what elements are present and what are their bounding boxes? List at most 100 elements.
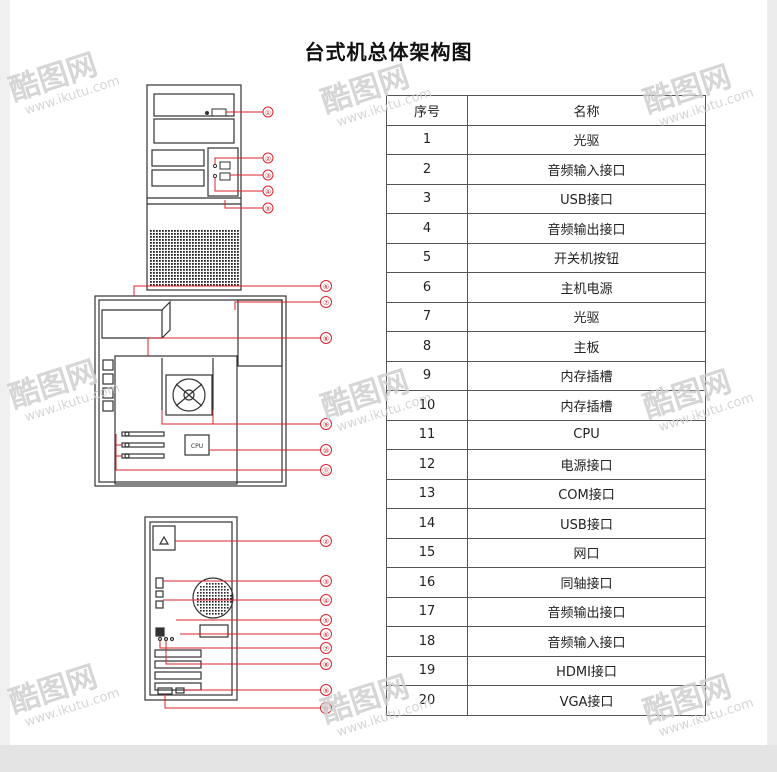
marker-back-8: ⑧ bbox=[323, 661, 329, 669]
vent-hole bbox=[225, 233, 227, 235]
vent-hole bbox=[150, 257, 152, 259]
fan-hole bbox=[197, 592, 199, 594]
vent-hole bbox=[162, 257, 164, 259]
back-fan-grille bbox=[197, 583, 232, 615]
fan-hole bbox=[200, 610, 202, 612]
vent-hole bbox=[192, 272, 194, 274]
fan-hole bbox=[218, 610, 220, 612]
vent-hole bbox=[162, 233, 164, 235]
fan-hole bbox=[212, 583, 214, 585]
fan-hole bbox=[224, 598, 226, 600]
vent-hole bbox=[195, 275, 197, 277]
vent-hole bbox=[168, 233, 170, 235]
vent-hole bbox=[186, 230, 188, 232]
fan-hole bbox=[203, 598, 205, 600]
vent-hole bbox=[180, 263, 182, 265]
vent-hole bbox=[231, 263, 233, 265]
vent-hole bbox=[180, 266, 182, 268]
marker-5: ⑤ bbox=[265, 205, 271, 213]
vent-hole bbox=[204, 242, 206, 244]
vent-hole bbox=[201, 281, 203, 283]
vent-hole bbox=[192, 284, 194, 286]
vent-hole bbox=[231, 245, 233, 247]
fan-hole bbox=[221, 595, 223, 597]
fan-hole bbox=[206, 589, 208, 591]
vent-hole bbox=[180, 260, 182, 262]
vent-hole bbox=[219, 230, 221, 232]
vent-hole bbox=[153, 269, 155, 271]
vent-hole bbox=[150, 272, 152, 274]
vent-hole bbox=[207, 260, 209, 262]
vent-hole bbox=[174, 281, 176, 283]
row-number: 13 bbox=[386, 478, 468, 509]
front-view bbox=[146, 84, 242, 291]
vent-hole bbox=[165, 236, 167, 238]
vent-hole bbox=[234, 230, 236, 232]
back-marker-labels: ② ③ ④ ⑤ ⑥ ⑦ ⑧ ⑨ ⑩ bbox=[323, 538, 329, 713]
fan-hole bbox=[203, 610, 205, 612]
vent-hole bbox=[177, 251, 179, 253]
fan-hole bbox=[212, 595, 214, 597]
vent-hole bbox=[198, 251, 200, 253]
marker-back-7: ⑦ bbox=[323, 645, 329, 653]
vent-hole bbox=[216, 257, 218, 259]
vent-hole bbox=[213, 254, 215, 256]
vent-hole bbox=[192, 257, 194, 259]
vent-hole bbox=[153, 251, 155, 253]
vent-hole bbox=[210, 245, 212, 247]
vent-hole bbox=[162, 281, 164, 283]
vent-hole bbox=[189, 254, 191, 256]
vent-hole bbox=[189, 248, 191, 250]
vent-hole bbox=[192, 263, 194, 265]
vent-hole bbox=[192, 239, 194, 241]
vent-hole bbox=[195, 272, 197, 274]
vent-hole bbox=[150, 230, 152, 232]
vent-hole bbox=[162, 251, 164, 253]
vent-hole bbox=[225, 260, 227, 262]
vent-hole bbox=[210, 236, 212, 238]
vent-hole bbox=[159, 263, 161, 265]
vent-hole bbox=[234, 263, 236, 265]
vent-hole bbox=[156, 272, 158, 274]
vent-hole bbox=[165, 281, 167, 283]
vent-hole bbox=[165, 245, 167, 247]
fan-hole bbox=[212, 604, 214, 606]
vent-hole bbox=[171, 242, 173, 244]
fan-hole bbox=[215, 592, 217, 594]
vent-hole bbox=[159, 266, 161, 268]
vent-hole bbox=[237, 284, 239, 286]
vent-hole bbox=[177, 260, 179, 262]
vent-hole bbox=[219, 236, 221, 238]
marker-back-5: ⑤ bbox=[323, 617, 329, 625]
vent-hole bbox=[222, 254, 224, 256]
vent-hole bbox=[201, 284, 203, 286]
vent-hole bbox=[150, 266, 152, 268]
vent-hole bbox=[183, 230, 185, 232]
vent-hole bbox=[162, 263, 164, 265]
vent-hole bbox=[165, 266, 167, 268]
side-callouts bbox=[115, 280, 332, 476]
vent-hole bbox=[183, 260, 185, 262]
vent-hole bbox=[195, 260, 197, 262]
fan-hole bbox=[209, 586, 211, 588]
vent-hole bbox=[165, 260, 167, 262]
vent-hole bbox=[186, 251, 188, 253]
vent-hole bbox=[216, 275, 218, 277]
marker-6: ⑥ bbox=[323, 283, 329, 291]
vent-hole bbox=[189, 275, 191, 277]
vent-hole bbox=[180, 254, 182, 256]
vent-hole bbox=[186, 257, 188, 259]
row-number: 2 bbox=[386, 154, 468, 185]
vent-hole bbox=[198, 269, 200, 271]
vent-hole bbox=[228, 281, 230, 283]
vent-hole bbox=[180, 269, 182, 271]
vent-hole bbox=[162, 245, 164, 247]
vent-hole bbox=[192, 281, 194, 283]
vent-hole bbox=[189, 272, 191, 274]
vent-hole bbox=[150, 284, 152, 286]
vent-hole bbox=[198, 233, 200, 235]
vent-hole bbox=[189, 278, 191, 280]
vent-hole bbox=[162, 236, 164, 238]
fan-hole bbox=[197, 598, 199, 600]
